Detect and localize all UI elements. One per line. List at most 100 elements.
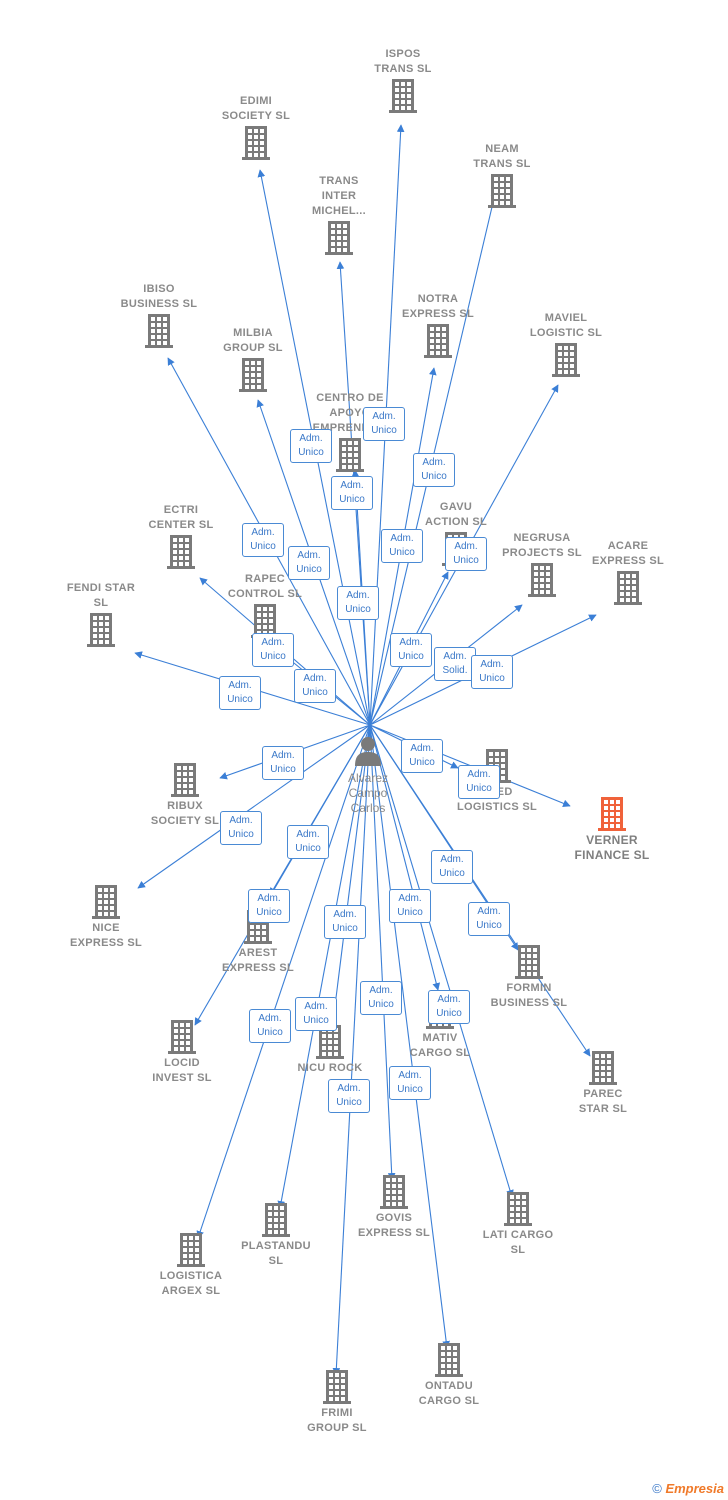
company-label[interactable]: NICU ROCK (297, 1062, 363, 1074)
building-icon (325, 221, 353, 255)
role-badge: Adm. Unico (445, 537, 487, 571)
role-badge: Adm. Unico (360, 981, 402, 1015)
company-label[interactable]: EDIMI SOCIETY SL (221, 95, 291, 122)
edge-ontadu (369, 724, 450, 1349)
role-badge: Adm. Unico (471, 655, 513, 689)
role-badge: Adm. Unico (287, 825, 329, 859)
building-icon (167, 535, 195, 569)
company-node-acare[interactable]: ACARE EXPRESS SL (568, 539, 688, 607)
company-node-frimi[interactable]: FRIMI GROUP SL (277, 1368, 397, 1436)
company-label[interactable]: IBISO BUSINESS SL (120, 283, 198, 310)
company-node-parec[interactable]: PAREC STAR SL (543, 1049, 663, 1117)
building-icon (171, 763, 199, 797)
company-node-verner[interactable]: VERNER FINANCE SL (552, 795, 672, 863)
building-icon (424, 324, 452, 358)
role-badge: Adm. Unico (262, 746, 304, 780)
company-label[interactable]: NICE EXPRESS SL (69, 922, 143, 949)
company-label[interactable]: VERNER FINANCE SL (574, 833, 650, 862)
company-label[interactable]: FORMIN BUSINESS SL (490, 982, 568, 1009)
edge-parec (369, 724, 591, 1057)
company-node-plastandu[interactable]: PLASTANDU SL (216, 1201, 336, 1269)
company-label[interactable]: GAVU ACTION SL (425, 501, 487, 528)
person-node[interactable]: Alvarez Campo Carlos (318, 736, 418, 816)
company-label[interactable]: LATI CARGO SL (482, 1229, 554, 1256)
company-node-milbia[interactable]: MILBIA GROUP SL (193, 326, 313, 394)
company-label[interactable]: LOGISTICA ARGEX SL (159, 1270, 223, 1297)
role-badge: Adm. Unico (328, 1079, 370, 1113)
building-icon (528, 563, 556, 597)
company-label[interactable]: MATIV CARGO SL (409, 1032, 471, 1059)
company-node-edimi[interactable]: EDIMI SOCIETY SL (196, 94, 316, 162)
company-label[interactable]: RIBUX SOCIETY SL (150, 800, 220, 827)
building-icon (239, 358, 267, 392)
role-badge: Adm. Unico (288, 546, 330, 580)
edge-logistica (196, 724, 371, 1239)
company-label[interactable]: MILBIA GROUP SL (223, 327, 283, 354)
company-node-fendi[interactable]: FENDI STAR SL (41, 581, 161, 649)
company-node-locid[interactable]: LOCID INVEST SL (122, 1018, 242, 1086)
role-badge: Adm. Unico (331, 476, 373, 510)
edge-laticargo (369, 724, 514, 1198)
role-badge: Adm. Unico (295, 997, 337, 1031)
role-badge: Adm. Unico (290, 429, 332, 463)
company-label[interactable]: FENDI STAR SL (66, 582, 136, 609)
person-icon (355, 737, 381, 766)
company-node-trans[interactable]: TRANS INTER MICHEL... (279, 174, 399, 257)
company-node-ontadu[interactable]: ONTADU CARGO SL (389, 1341, 509, 1409)
company-label[interactable]: GOVIS EXPRESS SL (357, 1212, 431, 1239)
company-label[interactable]: NEAM TRANS SL (473, 143, 531, 170)
company-label[interactable]: ONTADU CARGO SL (418, 1380, 480, 1407)
building-icon (168, 1020, 196, 1054)
company-node-nice[interactable]: NICE EXPRESS SL (46, 883, 166, 951)
role-badge: Adm. Unico (337, 586, 379, 620)
role-badge: Adm. Unico (413, 453, 455, 487)
company-node-govis[interactable]: GOVIS EXPRESS SL (334, 1173, 454, 1241)
company-node-rapec[interactable]: RAPEC CONTROL SL (205, 572, 325, 640)
company-node-neam[interactable]: NEAM TRANS SL (442, 142, 562, 210)
company-label[interactable]: ACARE EXPRESS SL (591, 540, 665, 567)
role-badge: Adm. Unico (220, 811, 262, 845)
role-badge: Adm. Unico (431, 850, 473, 884)
company-label[interactable]: RAPEC CONTROL SL (227, 573, 303, 600)
building-icon (177, 1233, 205, 1267)
company-label[interactable]: AREST EXPRESS SL (221, 947, 295, 974)
building-icon (389, 79, 417, 113)
company-label[interactable]: ISPOS TRANS SL (374, 48, 432, 75)
company-label[interactable]: ECTRI CENTER SL (148, 504, 214, 531)
company-node-ispos[interactable]: ISPOS TRANS SL (343, 47, 463, 115)
role-badge: Adm. Unico (219, 676, 261, 710)
company-node-formin[interactable]: FORMIN BUSINESS SL (469, 943, 589, 1011)
building-icon (552, 343, 580, 377)
edge-plastandu (277, 724, 371, 1209)
building-icon (589, 1051, 617, 1085)
company-label[interactable]: TRANS INTER MICHEL... (311, 175, 367, 217)
company-label[interactable]: PLASTANDU SL (241, 1240, 311, 1267)
building-icon (242, 126, 270, 160)
role-badge: Adm. Unico (389, 1066, 431, 1100)
company-label[interactable]: PAREC STAR SL (578, 1088, 628, 1115)
building-icon (87, 613, 115, 647)
company-node-ectri[interactable]: ECTRI CENTER SL (121, 503, 241, 571)
company-node-maviel[interactable]: MAVIEL LOGISTIC SL (506, 311, 626, 379)
building-icon (435, 1343, 463, 1377)
building-icon (323, 1370, 351, 1404)
company-node-ibiso[interactable]: IBISO BUSINESS SL (99, 282, 219, 350)
role-badge: Adm. Unico (389, 889, 431, 923)
company-label[interactable]: FRIMI GROUP SL (307, 1407, 367, 1434)
company-label[interactable]: NEGRUSA PROJECTS SL (502, 532, 582, 559)
company-label[interactable]: NOTRA EXPRESS SL (401, 293, 475, 320)
company-label[interactable]: MAVIEL LOGISTIC SL (529, 312, 603, 339)
role-badge: Adm. Unico (242, 523, 284, 557)
company-node-laticargo[interactable]: LATI CARGO SL (458, 1190, 578, 1258)
building-icon (488, 174, 516, 208)
company-node-notra[interactable]: NOTRA EXPRESS SL (378, 292, 498, 360)
company-node-negrusa[interactable]: NEGRUSA PROJECTS SL (482, 531, 602, 599)
company-label[interactable]: LOCID INVEST SL (152, 1057, 212, 1084)
company-node-ribux[interactable]: RIBUX SOCIETY SL (125, 761, 245, 829)
building-icon (92, 885, 120, 919)
footer-brand: © Empresia (652, 1481, 724, 1496)
company-node-logistica[interactable]: LOGISTICA ARGEX SL (131, 1231, 251, 1299)
role-badge: Adm. Unico (428, 990, 470, 1024)
building-icon (145, 314, 173, 348)
